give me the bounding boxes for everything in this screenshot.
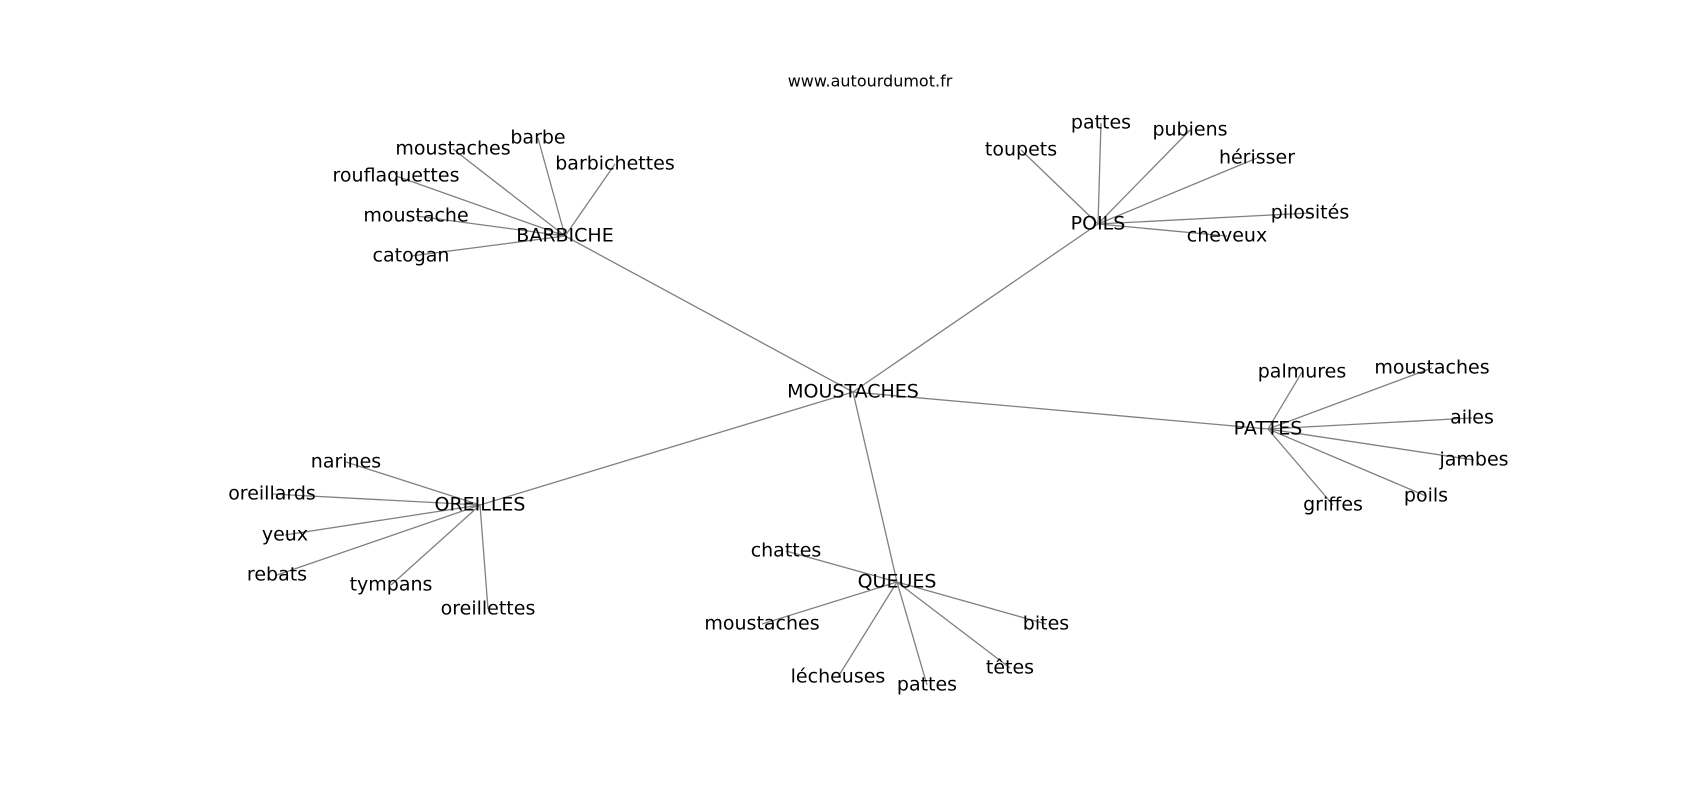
graph-edges — [271, 122, 1475, 686]
edge-barbiche-catogan — [410, 235, 566, 257]
node-queues-pattes[interactable]: pattes — [897, 674, 957, 696]
node-queues-tetes[interactable]: têtes — [986, 657, 1034, 679]
edge-poils-pattes — [1097, 122, 1102, 225]
node-cluster-queues[interactable]: QUEUES — [858, 571, 937, 593]
node-poils-cheveux[interactable]: cheveux — [1187, 225, 1267, 247]
node-poils-herisser[interactable]: hérisser — [1219, 147, 1295, 169]
node-oreilles-tympans[interactable]: tympans — [350, 574, 433, 596]
edge-oreilles-narines — [345, 461, 481, 506]
edge-barbiche-rouflaquettes — [395, 175, 566, 237]
node-barbiche-moustache[interactable]: moustache — [363, 205, 468, 227]
edge-poils-cheveux — [1097, 223, 1228, 237]
node-cluster-barbiche[interactable]: BARBICHE — [516, 225, 613, 247]
node-barbiche-barbichettes[interactable]: barbichettes — [555, 153, 675, 175]
edge-oreilles-oreillettes — [479, 504, 489, 610]
edge-root-barbiche — [564, 235, 854, 393]
node-barbiche-rouflaquettes[interactable]: rouflaquettes — [333, 165, 460, 187]
node-oreilles-yeux[interactable]: yeux — [262, 524, 308, 546]
edge-pattes-moustaches — [1267, 367, 1433, 430]
edge-oreilles-tympans — [390, 504, 481, 586]
node-cluster-pattes[interactable]: PATTES — [1234, 418, 1303, 440]
node-queues-chattes[interactable]: chattes — [751, 540, 822, 562]
node-oreilles-rebats[interactable]: rebats — [247, 564, 307, 586]
edge-poils-pilosites — [1097, 212, 1311, 225]
node-queues-lecheuses[interactable]: lécheuses — [791, 666, 886, 688]
node-cluster-oreilles[interactable]: OREILLES — [434, 494, 525, 516]
edge-oreilles-rebats — [276, 504, 481, 576]
edge-barbiche-moustache — [415, 215, 566, 237]
node-queues-moustaches[interactable]: moustaches — [704, 613, 819, 635]
node-pattes-griffes[interactable]: griffes — [1303, 494, 1363, 516]
node-poils-pubiens[interactable]: pubiens — [1152, 119, 1227, 141]
edge-queues-pattes — [896, 581, 928, 686]
node-barbiche-barbe[interactable]: barbe — [510, 127, 565, 149]
edge-root-pattes — [852, 391, 1269, 430]
node-pattes-moustaches[interactable]: moustaches — [1374, 357, 1489, 379]
edge-pattes-poils — [1267, 428, 1427, 497]
edge-poils-pubiens — [1097, 129, 1191, 225]
node-pattes-poils[interactable]: poils — [1404, 485, 1448, 507]
node-oreilles-oreillettes[interactable]: oreillettes — [441, 598, 536, 620]
edge-pattes-palmures — [1267, 371, 1303, 430]
edge-pattes-ailes — [1267, 417, 1473, 430]
node-cluster-poils[interactable]: POILS — [1071, 213, 1126, 235]
edge-root-oreilles — [479, 391, 854, 506]
edge-queues-chattes — [785, 550, 898, 583]
edge-oreilles-oreillards — [271, 493, 481, 506]
site-url[interactable]: www.autourdumot.fr — [788, 72, 953, 91]
edge-poils-herisser — [1097, 157, 1258, 225]
node-poils-toupets[interactable]: toupets — [985, 139, 1057, 161]
node-oreilles-oreillards[interactable]: oreillards — [228, 483, 316, 505]
node-barbiche-catogan[interactable]: catogan — [373, 245, 450, 267]
edge-queues-bites — [896, 581, 1047, 625]
edge-barbiche-moustaches — [452, 148, 566, 237]
edge-queues-lecheuses — [837, 581, 898, 678]
node-oreilles-narines[interactable]: narines — [311, 451, 381, 473]
edge-queues-moustaches — [761, 581, 898, 625]
edge-pattes-griffes — [1267, 428, 1334, 506]
node-pattes-ailes[interactable]: ailes — [1450, 407, 1494, 429]
node-barbiche-moustaches[interactable]: moustaches — [395, 138, 510, 160]
node-poils-pilosites[interactable]: pilosités — [1271, 202, 1349, 224]
node-poils-pattes[interactable]: pattes — [1071, 112, 1131, 134]
edge-pattes-jambes — [1267, 428, 1475, 461]
edge-barbiche-barbe — [537, 137, 566, 237]
edge-root-poils — [852, 223, 1099, 393]
edge-barbiche-barbichettes — [564, 163, 616, 237]
edge-poils-toupets — [1020, 149, 1099, 225]
node-pattes-jambes[interactable]: jambes — [1438, 449, 1508, 471]
node-queues-bites[interactable]: bites — [1023, 613, 1069, 635]
edge-oreilles-yeux — [284, 504, 481, 536]
node-root-moustaches[interactable]: MOUSTACHES — [787, 381, 919, 403]
node-pattes-palmures[interactable]: palmures — [1258, 361, 1347, 383]
edge-queues-tetes — [896, 581, 1011, 669]
edge-root-queues — [852, 391, 898, 583]
